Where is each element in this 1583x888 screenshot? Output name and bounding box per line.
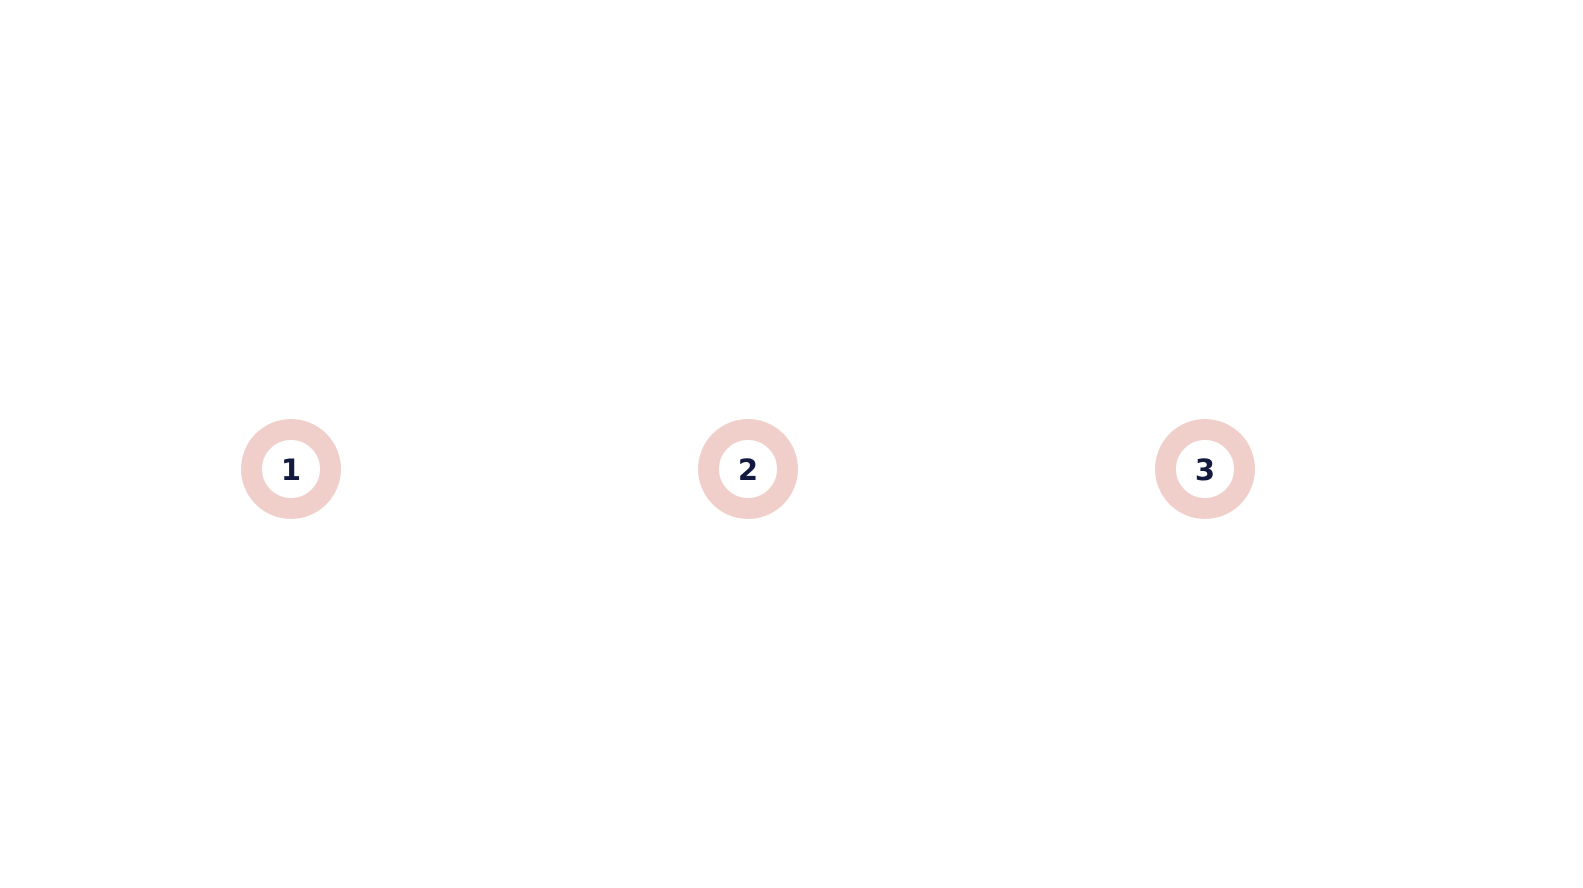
step-2-number: 2 xyxy=(737,452,759,487)
step-2-badge: 2 xyxy=(698,419,798,519)
step-3-number: 3 xyxy=(1194,452,1216,487)
step-1-number: 1 xyxy=(280,452,302,487)
step-3-badge: 3 xyxy=(1155,419,1255,519)
step-1-badge: 1 xyxy=(241,419,341,519)
